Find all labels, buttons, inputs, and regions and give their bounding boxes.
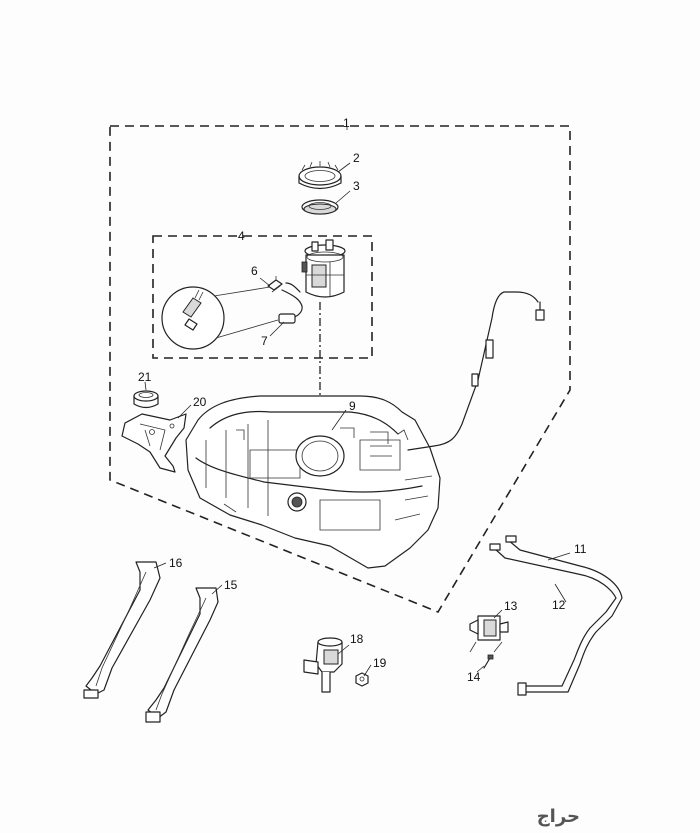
callout-6: 6 <box>251 264 258 278</box>
screw-part-14 <box>483 654 494 669</box>
callout-3: 3 <box>353 179 360 193</box>
callout-9: 9 <box>349 399 356 413</box>
callout-16: 16 <box>169 556 183 570</box>
lock-ring-part <box>298 161 342 190</box>
callout-18: 18 <box>350 632 364 646</box>
fuel-tank <box>185 395 441 569</box>
callout-21: 21 <box>138 370 152 384</box>
assembly-4-boundary <box>152 235 373 359</box>
float-part <box>278 313 296 324</box>
gasket-part <box>301 199 339 215</box>
leader-lines <box>144 127 571 677</box>
vapor-line <box>407 291 545 451</box>
tank-strap-16 <box>83 561 161 699</box>
nut-part-19 <box>355 672 369 687</box>
fuel-pump-module <box>301 239 346 298</box>
filter-bracket-part <box>469 615 509 653</box>
callout-20: 20 <box>193 395 207 409</box>
assembly-1-boundary <box>109 125 571 613</box>
callout-4: 4 <box>238 229 245 243</box>
callout-7: 7 <box>261 334 268 348</box>
callout-2: 2 <box>353 151 360 165</box>
filler-cap-part <box>133 390 159 409</box>
callout-12: 12 <box>552 598 566 612</box>
bracket-part <box>121 413 187 473</box>
callout-15: 15 <box>224 578 238 592</box>
detail-magnifier <box>161 286 279 350</box>
callout-labels: 1 2 3 4 6 7 9 11 12 13 14 15 16 18 19 20… <box>138 116 587 684</box>
watermark: حراج <box>537 806 580 827</box>
callout-13: 13 <box>504 599 518 613</box>
tank-strap-15 <box>145 587 219 723</box>
fuel-lines <box>489 535 623 696</box>
clamp-bracket-part <box>303 637 343 693</box>
callout-14: 14 <box>467 670 481 684</box>
callout-1: 1 <box>343 116 350 130</box>
callout-11: 11 <box>574 542 587 556</box>
callout-19: 19 <box>373 656 387 670</box>
fuel-level-sender <box>267 276 303 319</box>
